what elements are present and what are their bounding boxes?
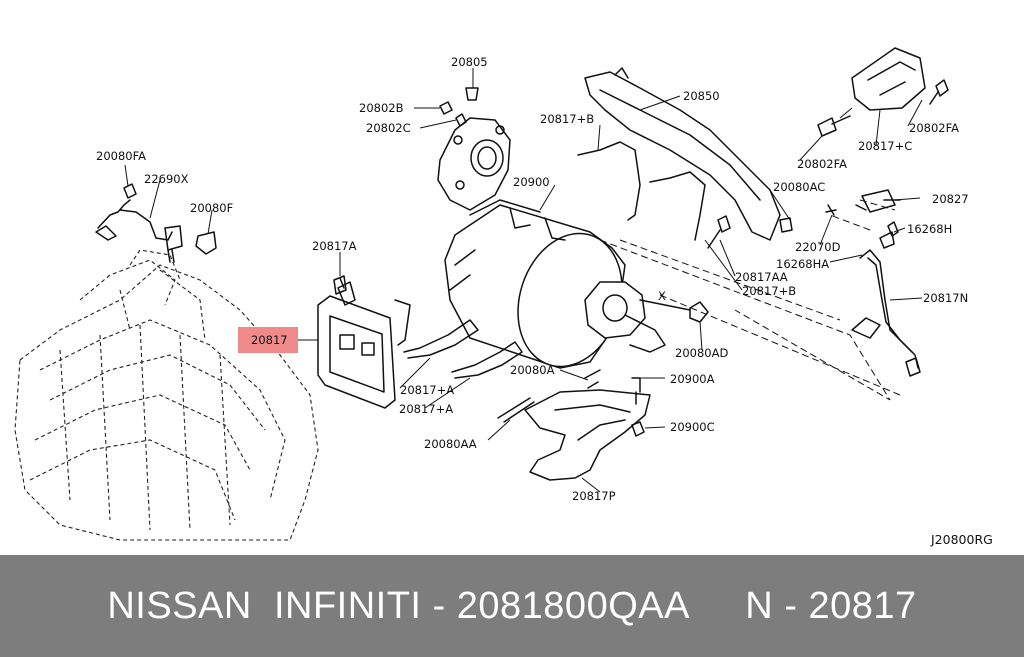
label-20900A: 20900A [670,372,715,386]
label-20805: 20805 [451,55,488,69]
bracket-20817 [317,277,411,409]
label-20817A-2: 20817+A [399,402,453,416]
label-22070D: 22070D [795,240,841,254]
label-20817AA: 20817AA [735,270,788,284]
label-x-marker: X [658,289,666,303]
label-20802B: 20802B [359,101,404,115]
label-20827: 20827 [932,192,969,206]
separator: - [421,584,457,627]
spacer [690,585,745,628]
label-20817B-top: 20817+B [540,112,594,126]
label-20080AD: 20080AD [675,346,728,360]
label-20802FA-mid: 20802FA [797,157,847,171]
part-number: 2081800QAA [456,584,690,627]
label-20817A-top: 20817A [312,239,357,253]
diagram-number: N - 20817 [745,584,917,627]
label-16268H: 16268H [907,222,952,236]
label-20817C: 20817+C [858,139,912,153]
strap-brackets-20817B [577,124,706,241]
part-info-footer: NISSAN INFINITI - 2081800QAA N - 20817 [0,555,1024,657]
catalytic-converter-20900 [437,117,691,369]
label-20080AC: 20080AC [773,180,825,194]
leader-lines [298,68,923,493]
label-20817P: 20817P [572,489,616,503]
highlight-box-20817 [238,327,298,353]
label-20817B-mid: 20817+B [742,284,796,298]
label-20080AA: 20080AA [424,437,477,451]
lower-bracket-20817P [497,369,651,481]
label-20080F: 20080F [190,201,233,215]
label-20802FA-right: 20802FA [909,121,959,135]
assembly-guide-lines [599,199,901,401]
engine-block-outline [14,249,319,541]
label-20080FA-left: 20080FA [96,149,146,163]
exploded-parts-diagram: 20805 20802B 20802C 20850 20817+B 20080F… [14,47,993,547]
label-20900C: 20900C [670,420,715,434]
bolts-and-nuts [333,87,899,323]
label-20817-main: 20817 [251,333,288,347]
label-20817N: 20817N [923,291,968,305]
label-22690X: 22690X [144,172,189,186]
label-20850: 20850 [683,89,720,103]
heat-insulator-20850 [584,67,781,241]
label-20817A-1: 20817+A [400,383,454,397]
vehicle-make: NISSAN INFINITI [107,584,422,627]
heat-shield-20817C [817,47,949,137]
label-20802C: 20802C [366,121,411,135]
label-20900: 20900 [513,175,550,189]
pressure-sensor-20827 [825,189,921,377]
oxygen-sensor-22690X [95,164,217,263]
strap-brackets-20817A [403,319,523,379]
label-20080A: 20080A [510,363,555,377]
diagram-reference-code: J20800RG [930,532,993,547]
label-16268HA: 16268HA [776,257,829,271]
